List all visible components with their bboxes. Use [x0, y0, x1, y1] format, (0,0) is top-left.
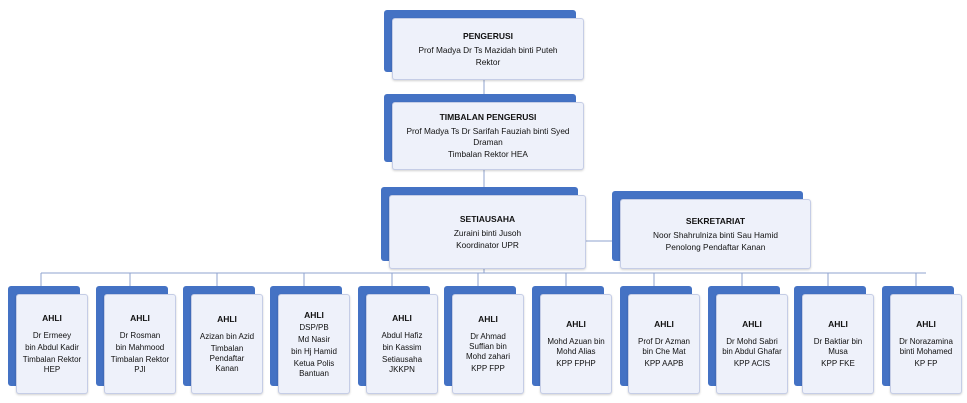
node-card: SEKRETARIAT Noor Shahrulniza binti Sau H… [620, 199, 811, 269]
node-card: AHLI Dr Ahmad Suffian bin Mohd zahari KP… [452, 294, 524, 394]
node-name: Prof Madya Ts Dr Sarifah Fauziah binti S… [406, 126, 570, 147]
node-ahli-1: AHLI Dr Ermeey bin Abdul Kadir Timbalan … [8, 286, 88, 394]
node-line: DSP/PB [299, 322, 329, 332]
node-line: bin Abdul Kadir [25, 343, 79, 352]
node-setiausaha: SETIAUSAHA Zuraini binti Jusoh Koordinat… [381, 187, 586, 269]
node-name: Dr Norazamina binti Mohamed [899, 337, 953, 356]
node-card: AHLI Prof Dr Azman bin Che Mat KPP AAPB [628, 294, 700, 394]
node-role: KPP ACIS [733, 359, 771, 368]
node-card: PENGERUSI Prof Madya Dr Ts Mazidah binti… [392, 18, 584, 80]
node-title: AHLI [742, 319, 762, 329]
node-role: KPP FKE [821, 359, 855, 368]
node-role: Ketua Polis Bantuan [293, 358, 335, 378]
node-name: Noor Shahrulniza binti Sau Hamid [653, 229, 778, 240]
node-line: bin Hj Hamid [291, 346, 337, 356]
node-sekretariat: SEKRETARIAT Noor Shahrulniza binti Sau H… [612, 191, 811, 269]
node-card: AHLI Mohd Azuan bin Mohd Alias KPP FPHP [540, 294, 612, 394]
node-card: AHLI Dr Baktiar bin Musa KPP FKE [802, 294, 874, 394]
node-ahli-9: AHLI Dr Mohd Sabri bin Abdul Ghafar KPP … [708, 286, 788, 394]
node-title: AHLI [392, 313, 412, 323]
node-role: KPP FPP [471, 364, 505, 373]
node-title: SEKRETARIAT [685, 215, 746, 226]
node-ahli-3: AHLI Azizan bin Azid Timbalan Pendaftar … [183, 286, 263, 394]
node-title: TIMBALAN PENGERUSI [439, 112, 537, 123]
node-name: Zuraini binti Jusoh [453, 227, 522, 238]
node-ahli-8: AHLI Prof Dr Azman bin Che Mat KPP AAPB [620, 286, 700, 394]
node-card: AHLI Dr Norazamina binti Mohamed KP FP [890, 294, 962, 394]
node-card: AHLI Dr Rosman bin Mahmood Timbalan Rekt… [104, 294, 176, 394]
node-title: AHLI [478, 314, 498, 324]
node-title: AHLI [42, 313, 62, 323]
node-name: Dr Mohd Sabri bin Abdul Ghafar [722, 337, 782, 356]
node-card: TIMBALAN PENGERUSI Prof Madya Ts Dr Sari… [392, 102, 584, 170]
node-card: AHLI Dr Mohd Sabri bin Abdul Ghafar KPP … [716, 294, 788, 394]
node-name: Dr Baktiar bin Musa [813, 337, 863, 356]
node-card: AHLI Azizan bin Azid Timbalan Pendaftar … [191, 294, 263, 394]
node-role: Timbalan Pendaftar Kanan [209, 344, 245, 373]
node-line: Md Nasir [297, 334, 330, 344]
node-ahli-2: AHLI Dr Rosman bin Mahmood Timbalan Rekt… [96, 286, 176, 394]
node-title: AHLI [130, 313, 150, 323]
node-ahli-5: AHLI Abdul Hafiz bin Kassim Setiausaha J… [358, 286, 438, 394]
node-role: KP FP [914, 359, 938, 368]
node-ahli-4: AHLI DSP/PB Md Nasir bin Hj Hamid Ketua … [270, 286, 350, 394]
node-ahli-11: AHLI Dr Norazamina binti Mohamed KP FP [882, 286, 962, 394]
node-card: AHLI Dr Ermeey bin Abdul Kadir Timbalan … [16, 294, 88, 394]
node-line: bin Kassim [382, 343, 422, 352]
node-title: AHLI [566, 319, 586, 329]
node-line: Azizan bin Azid [199, 332, 255, 341]
node-role: Penolong Pendaftar Kanan [665, 242, 766, 252]
node-role: Timbalan Rektor PJI [110, 355, 170, 374]
node-card: AHLI DSP/PB Md Nasir bin Hj Hamid Ketua … [278, 294, 350, 394]
node-title: AHLI [304, 309, 324, 320]
node-role: KPP AAPB [644, 359, 684, 368]
node-name: Prof Dr Azman bin Che Mat [637, 337, 690, 356]
node-pengerusi: PENGERUSI Prof Madya Dr Ts Mazidah binti… [384, 10, 584, 80]
node-role: Rektor [475, 57, 501, 67]
node-card: SETIAUSAHA Zuraini binti Jusoh Koordinat… [389, 195, 586, 269]
node-title: AHLI [217, 314, 237, 324]
node-name: Dr Ahmad Suffian bin Mohd zahari [465, 332, 511, 361]
node-ahli-6: AHLI Dr Ahmad Suffian bin Mohd zahari KP… [444, 286, 524, 394]
node-line: Dr Rosman [119, 331, 161, 340]
node-role: Koordinator UPR [456, 240, 519, 250]
node-timbalan-pengerusi: TIMBALAN PENGERUSI Prof Madya Ts Dr Sari… [384, 94, 584, 170]
node-ahli-10: AHLI Dr Baktiar bin Musa KPP FKE [794, 286, 874, 394]
node-role: Timbalan Rektor HEP [22, 355, 82, 374]
node-line: bin Mahmood [115, 343, 165, 352]
node-line: Dr Ermeey [32, 331, 72, 340]
node-title: AHLI [828, 319, 848, 329]
node-name: Prof Madya Dr Ts Mazidah binti Puteh [418, 44, 558, 55]
node-card: AHLI Abdul Hafiz bin Kassim Setiausaha J… [366, 294, 438, 394]
node-title: AHLI [916, 319, 936, 329]
node-role: KPP FPHP [556, 359, 596, 368]
node-name: Mohd Azuan bin Mohd Alias [547, 337, 605, 356]
node-role: Timbalan Rektor HEA [448, 149, 528, 160]
node-title: SETIAUSAHA [459, 213, 516, 224]
node-title: AHLI [654, 319, 674, 329]
node-line: Abdul Hafiz [381, 331, 423, 340]
node-title: PENGERUSI [462, 30, 514, 41]
node-role: Setiausaha JKKPN [381, 355, 423, 374]
node-ahli-7: AHLI Mohd Azuan bin Mohd Alias KPP FPHP [532, 286, 612, 394]
